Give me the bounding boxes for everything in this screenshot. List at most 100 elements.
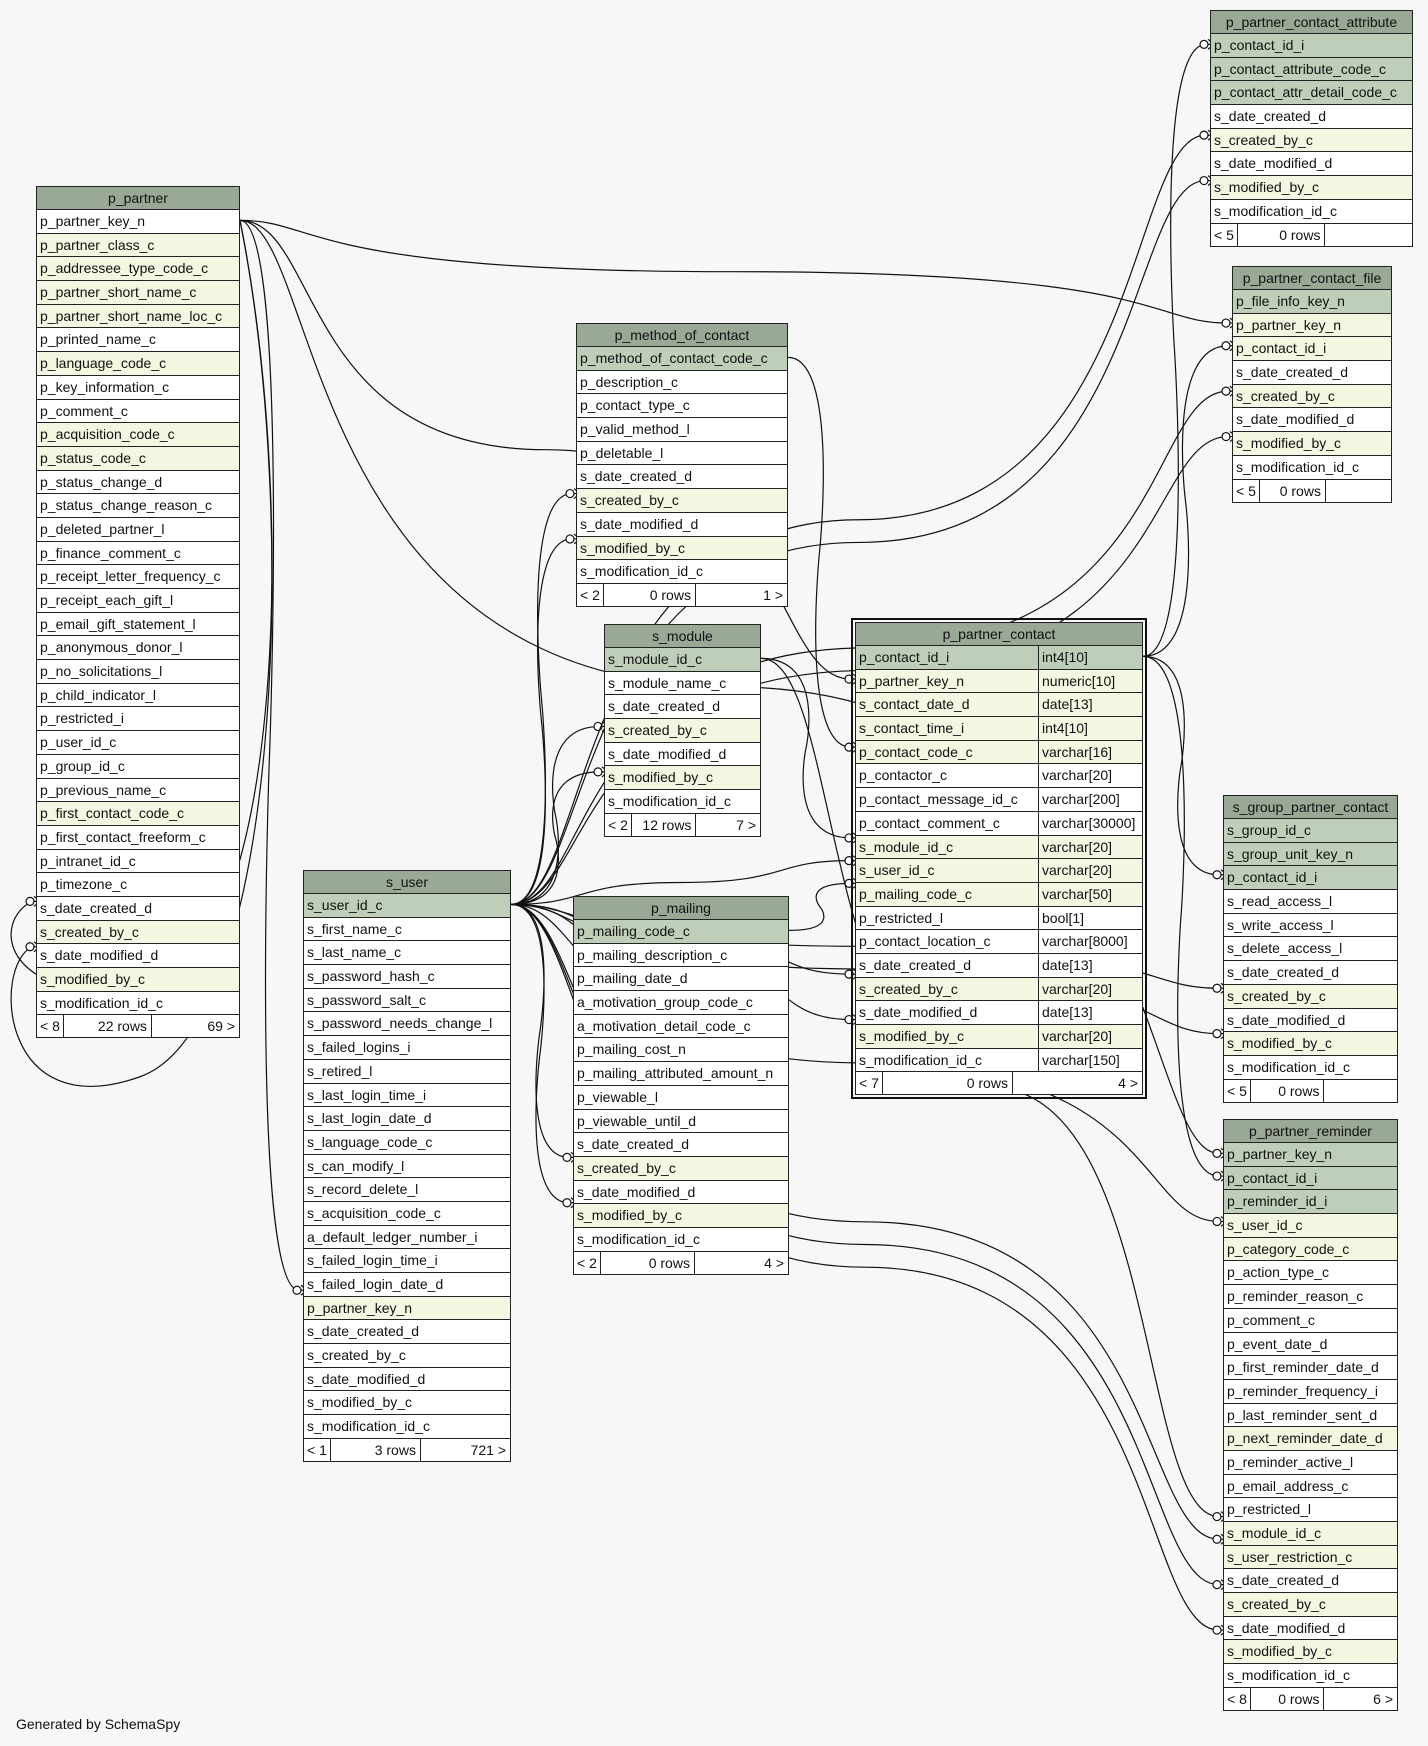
column-row[interactable]: s_modified_by_c (1224, 1032, 1397, 1056)
column-row[interactable]: s_date_modified_d (1211, 152, 1412, 177)
column-row[interactable]: s_created_by_c (1233, 384, 1391, 409)
column-row[interactable]: p_language_code_c (37, 352, 239, 376)
column-row[interactable]: s_created_by_c (1211, 128, 1412, 153)
column-row[interactable]: p_intranet_id_c (37, 849, 239, 874)
column-row[interactable]: s_created_by_c (574, 1156, 788, 1181)
column-row[interactable]: p_partner_class_c (37, 233, 239, 258)
column-row[interactable]: s_delete_access_l (1224, 937, 1397, 962)
column-row[interactable]: p_no_solicitations_l (37, 660, 239, 684)
column-row[interactable]: s_last_login_date_d (304, 1107, 510, 1131)
children-count[interactable] (1325, 224, 1412, 246)
column-row[interactable]: s_modification_id_c (577, 560, 787, 584)
table-title[interactable]: p_partner_contact (856, 623, 1142, 646)
column-row[interactable]: p_email_gift_statement_l (37, 612, 239, 637)
column-row[interactable]: s_date_created_d (574, 1133, 788, 1157)
column-row[interactable]: s_can_modify_l (304, 1154, 510, 1179)
column-row[interactable]: p_email_address_c (1224, 1474, 1397, 1499)
column-row[interactable]: p_restricted_l (1224, 1498, 1397, 1522)
column-row[interactable]: p_user_id_c (37, 731, 239, 755)
column-row[interactable]: p_partner_key_n (1224, 1143, 1397, 1167)
column-row[interactable]: a_motivation_detail_code_c (574, 1014, 788, 1039)
column-row[interactable]: p_mailing_description_c (574, 943, 788, 968)
table-title[interactable]: p_partner (37, 187, 239, 210)
column-row[interactable]: s_date_created_d (1224, 1569, 1397, 1594)
column-row[interactable]: p_first_contact_freeform_c (37, 825, 239, 850)
column-row[interactable]: p_first_contact_code_c (37, 802, 239, 826)
column-row[interactable]: s_modified_by_c (304, 1391, 510, 1416)
children-count[interactable] (1326, 480, 1391, 502)
column-row[interactable]: p_valid_method_l (577, 418, 787, 442)
column-row[interactable]: p_contact_id_i (1224, 866, 1397, 891)
column-row[interactable]: s_group_id_c (1224, 819, 1397, 843)
column-row[interactable]: s_user_id_c (304, 894, 510, 918)
column-row[interactable]: s_created_by_c (1224, 984, 1397, 1009)
column-row[interactable]: p_anonymous_donor_l (37, 636, 239, 661)
column-row[interactable]: s_acquisition_code_c (304, 1201, 510, 1226)
column-row[interactable]: s_date_created_d (1233, 361, 1391, 385)
children-count[interactable]: 6 > (1373, 1690, 1394, 1707)
column-row[interactable]: p_mailing_attributed_amount_n (574, 1062, 788, 1086)
column-row[interactable]: s_date_modified_d (1224, 1008, 1397, 1033)
column-row[interactable]: s_date_modified_d (574, 1180, 788, 1205)
column-row[interactable]: s_failed_login_time_i (304, 1249, 510, 1273)
column-row[interactable]: p_category_code_c (1224, 1237, 1397, 1262)
children-count[interactable]: 69 > (207, 1018, 236, 1035)
column-row[interactable]: p_viewable_until_d (574, 1109, 788, 1134)
table-title[interactable]: p_method_of_contact (577, 324, 787, 347)
column-row[interactable]: s_modified_by_c (574, 1204, 788, 1228)
column-row[interactable]: p_next_reminder_date_d (1224, 1427, 1397, 1451)
column-row[interactable]: p_description_c (577, 370, 787, 395)
column-row[interactable]: s_modification_id_c (1224, 1664, 1397, 1688)
column-row[interactable]: s_modified_by_c (37, 968, 239, 992)
column-row[interactable]: s_failed_logins_i (304, 1036, 510, 1060)
column-row[interactable]: p_partner_key_n (304, 1296, 510, 1321)
parents-count[interactable]: < 8 (1224, 1687, 1251, 1710)
column-row[interactable]: s_user_restriction_c (1224, 1545, 1397, 1570)
column-row[interactable]: s_created_by_c (577, 489, 787, 513)
column-row[interactable]: s_modified_by_c (1224, 1640, 1397, 1665)
column-row[interactable]: s_date_modified_d (304, 1367, 510, 1392)
column-row[interactable]: p_mailing_date_d (574, 967, 788, 992)
column-row[interactable]: p_method_of_contact_code_c (577, 347, 787, 371)
column-row[interactable]: s_modification_id_c (1233, 455, 1391, 480)
column-row[interactable]: s_last_login_time_i (304, 1083, 510, 1108)
column-row[interactable]: s_created_by_c (37, 920, 239, 945)
column-row[interactable]: s_password_hash_c (304, 965, 510, 989)
parents-count[interactable]: < 2 (577, 583, 604, 606)
column-row[interactable]: p_receipt_letter_frequency_c (37, 565, 239, 589)
column-row[interactable]: s_created_by_c (1224, 1593, 1397, 1617)
column-row[interactable]: s_date_created_d (577, 465, 787, 490)
column-row[interactable]: s_first_name_c (304, 917, 510, 942)
column-row[interactable]: s_date_created_d (1211, 105, 1412, 129)
column-row[interactable]: s_module_id_c (1224, 1522, 1397, 1546)
column-row[interactable]: p_acquisition_code_c (37, 423, 239, 447)
column-row[interactable]: s_modified_by_c (1211, 176, 1412, 200)
column-row[interactable]: s_modification_id_c (574, 1227, 788, 1252)
column-row[interactable]: s_date_modified_d (577, 512, 787, 537)
column-row[interactable]: p_reminder_id_i (1224, 1190, 1397, 1215)
column-row[interactable]: p_file_info_key_n (1233, 290, 1391, 314)
column-row[interactable]: a_default_ledger_number_i (304, 1225, 510, 1250)
column-row[interactable]: p_contact_id_i (1224, 1166, 1397, 1191)
column-row[interactable]: p_partner_key_n (37, 210, 239, 234)
parents-count[interactable]: < 1 (304, 1438, 331, 1461)
column-row[interactable]: s_modification_id_c (1224, 1055, 1397, 1080)
